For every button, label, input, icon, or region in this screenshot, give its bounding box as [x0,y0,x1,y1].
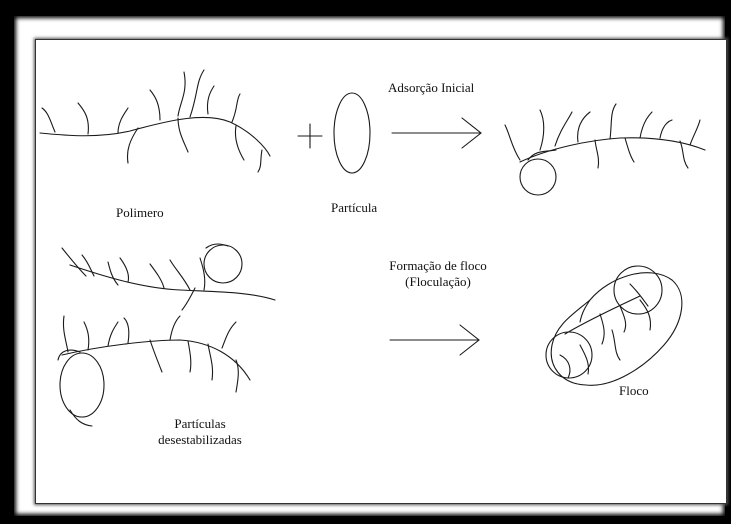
polymer-branch [127,128,138,163]
adsorbed-branch [555,112,572,146]
lower-branch [222,322,236,348]
adsorbed-branch [690,120,700,145]
plus-sign [298,124,322,148]
destabilized-chain-upper [62,244,275,310]
arrow-initial-adsorption [392,118,481,148]
upper-branch [150,264,164,288]
adsorbed-branch [505,125,520,160]
lower-branch [170,316,180,340]
lower-branch [108,322,118,346]
adsorbed-branch [578,112,590,142]
destabilized-chain-lower [58,316,250,426]
destabilized-line2: desestabilizadas [140,432,260,448]
polymer-branch [178,118,188,152]
upper-particle [204,245,242,283]
polymer-branch [232,94,240,122]
floc-formation-line2: (Floculação) [378,274,498,290]
upper-branch [170,260,190,290]
polymer-branch [42,108,55,132]
lower-branch [208,344,213,380]
lower-branch [236,360,238,392]
polymer-label: Polimero [116,205,164,221]
floc-branch [560,355,570,378]
polymer-branch [258,150,262,172]
adsorbed-polymer [505,104,705,195]
adsorbed-branch [640,112,652,138]
initial-adsorption-label: Adsorção Inicial [388,80,474,96]
upper-branch [120,258,129,282]
lower-branch [188,341,191,372]
floc-branch [630,284,648,306]
adsorbed-branch [625,138,634,162]
upper-branch [62,248,86,276]
floc-formation-label: Formação de floco (Floculação) [378,258,498,290]
adsorbed-branch [680,141,688,168]
floc-chain [565,296,640,334]
floc-label: Floco [619,383,649,399]
floc-branch [600,314,604,344]
arrow-floc-formation [390,325,479,355]
lower-branch [63,316,68,352]
adsorbed-branch [595,140,599,168]
floc-structure [546,266,682,385]
adsorbed-particle [520,159,556,195]
floc-branch [612,330,620,360]
adsorbed-branch [540,110,544,150]
particle-ellipse [334,93,370,173]
upper-branch [108,262,118,285]
lower-particle [60,353,104,417]
polymer-branch [78,103,88,134]
polymer-branch [207,86,214,114]
adsorbed-branch [610,104,616,139]
lower-branch [150,340,162,372]
lower-branch [124,318,129,343]
adsorbed-branch [660,120,672,138]
upper-branch [182,288,195,310]
lower-branch [84,322,89,350]
floc-formation-line1: Formação de floco [378,258,498,274]
adsorbed-backbone [520,138,705,162]
upper-backbone [70,265,275,300]
polymer-chain [40,70,270,172]
polymer-branch [150,90,160,120]
lower-backbone [62,340,250,380]
floc-branch [640,300,651,330]
floc-branch [580,300,590,322]
destabilized-label: Partículas desestabilizadas [140,416,260,448]
polymer-branch [118,108,128,133]
polymer-branch [190,70,204,117]
destabilized-line1: Partículas [140,416,260,432]
polymer-branch [235,126,244,160]
upper-branch [82,255,94,276]
particle-label: Partícula [331,200,377,216]
polymer-branch [178,72,185,116]
